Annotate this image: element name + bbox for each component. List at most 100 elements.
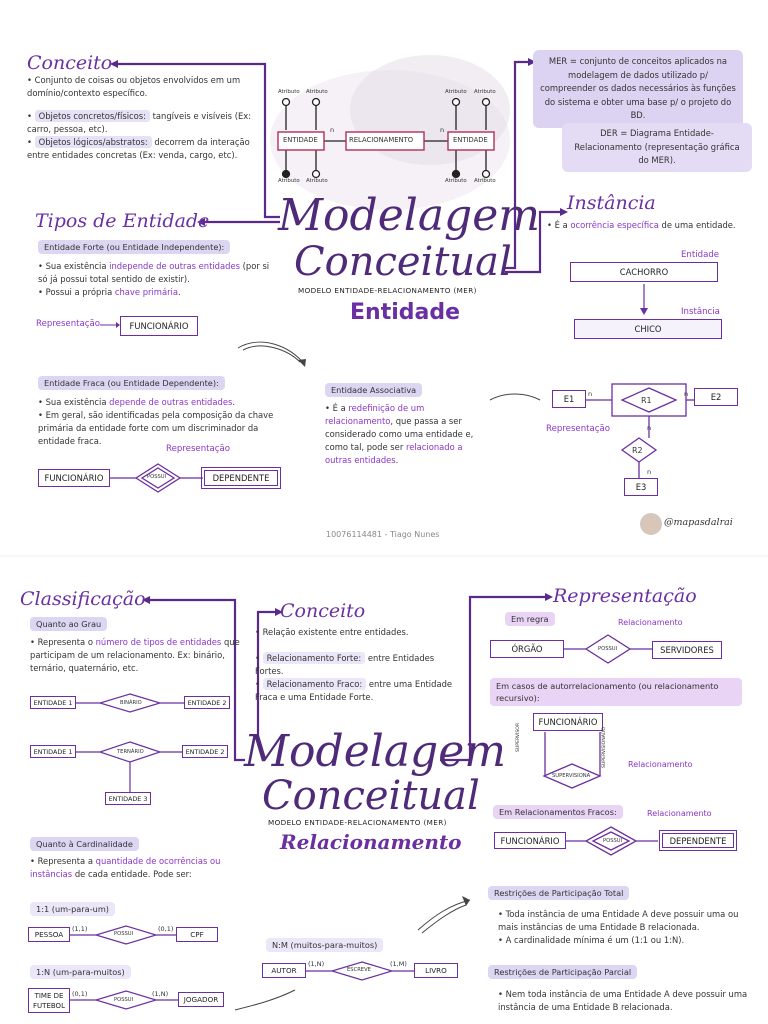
rel-label-2: Relacionamento [628,760,693,769]
r1-label: R1 [641,396,652,405]
conceito-rel-heading: Conceito [280,600,366,622]
weak-rel-diagram [566,826,658,856]
representacao-label-forte: Representação [36,319,101,329]
jogador-entity: JOGADOR [178,992,224,1007]
um-um-tag: 1:1 (um-para-um) [30,902,116,916]
forte-text: • Sua existência independe de outras ent… [38,261,270,297]
card-1n-b: (1,N) [308,960,325,968]
total-tag: Restrições de Participação Total [488,886,630,900]
one-to-many-diagram [70,990,178,1010]
attr-label-7: Atributo [445,178,467,184]
conceito-p2: • Objetos concretos/físicos: tangíveis e… [27,110,252,134]
topic-title-bottom: Relacionamento [280,830,462,854]
instancia-heading: Instância [567,192,656,214]
forte-tag: Entidade Forte (ou Entidade Independente… [38,240,231,254]
cardinality-n-1: n [330,126,335,134]
possui-rule-label: POSSUI [598,646,618,652]
conceito-p1: • Conjunto de coisas ou objetos envolvid… [27,75,241,98]
conceito-p3: • Objetos lógicos/abstratos: decorrem da… [27,136,250,160]
binary-diagram [76,693,184,713]
topic-title: Entidade [350,300,461,325]
total-text: • Toda instância de uma Entidade A deve … [498,909,739,945]
possui-label: POSSUI [147,474,167,480]
supervisionado-label: SUPERVISIONADO [602,726,607,768]
auto-tag: Em casos de autorrelacionamento (ou rela… [490,678,742,706]
arrow-to-funcionario [100,322,120,328]
instancia-text: • É a ocorrência específica de uma entid… [547,220,736,230]
representacao-heading: Representação [553,585,697,607]
attr-label-6: Atributo [306,178,328,184]
um-n-tag: 1:N (um-para-muitos) [30,965,131,979]
fracos-tag: Em Relacionamentos Fracos: [493,805,623,819]
servidores-entity: SERVIDORES [652,641,722,659]
assoc-n-1: n [588,390,593,398]
grau-tag: Quanto ao Grau [30,617,108,631]
card-11-a: (1,1) [72,925,88,933]
instancia-label: Instância [681,307,720,317]
entidade2-binary: ENTIDADE 2 [184,696,230,709]
conceito-text: • Conjunto de coisas ou objetos envolvid… [27,74,262,162]
attr-label-2: Atributo [306,89,328,95]
entidade-label: Entidade [681,250,720,260]
associativa-tag: Entidade Associativa [325,383,423,397]
cachorro-entity: CACHORRO [570,262,718,282]
funcionario-entity: FUNCIONÁRIO [120,316,198,336]
associative-diagram [584,383,694,478]
funcionario-entity-2: FUNCIONÁRIO [38,469,110,487]
recursive-diagram [542,732,602,789]
mer-definition: MER = conjunto de conceitos aplicados na… [533,50,743,128]
time-futebol-entity: TIME DE FUTEBOL [28,988,70,1013]
e2-entity: E2 [694,388,738,406]
representacao-label-assoc: Representação [546,424,611,434]
cardinalidade-text: • Representa a quantidade de ocorrências… [30,856,221,879]
possui-label-11: POSSUI [114,931,134,937]
parcial-tag: Restrições de Participação Parcial [488,965,638,979]
tipos-heading: Tipos de Entidade [35,210,210,232]
possui-weak-label: POSSUI [603,838,623,844]
main-title-bottom-2: Conceitual [262,773,480,819]
attr-label-1: Atributo [278,89,300,95]
author-handle: @mapasdalrai [664,517,733,528]
escreve-label: ESCREVE [347,967,371,973]
watermark: 10076114481 - Tiago Nunes [326,530,440,539]
cardinalidade-tag: Quanto à Cardinalidade [30,837,139,851]
supervisiona-label: SUPERVISIONA [552,773,591,779]
supervisor-label: SUPERVISOR [516,722,521,752]
attr-label-8: Atributo [474,178,496,184]
rel-label-1: Relacionamento [618,618,683,627]
regra-tag: Em regra [505,612,555,626]
card-01-a: (0,1) [158,925,174,933]
entity-label-left: ENTIDADE [283,136,318,144]
autor-entity: AUTOR [262,963,306,978]
attr-label-4: Atributo [474,89,496,95]
rule-diagram [564,634,652,664]
classificacao-heading: Classificação [20,588,146,610]
r2-label: R2 [632,446,643,455]
associativa-text: • É a redefinição de um relacionamento, … [325,403,474,465]
author-avatar [640,513,662,535]
attr-label-5: Atributo [278,178,300,184]
er-diagram [277,97,495,179]
ternary-diagram [76,741,184,792]
possui-label-1n: POSSUI [114,997,134,1003]
der-definition: DER = Diagrama Entidade-Relacionamento (… [562,123,752,172]
e3-entity: E3 [624,478,658,496]
dependente-entity: DEPENDENTE [201,467,281,489]
instance-arrow [640,284,648,315]
pessoa-entity: PESSOA [28,927,70,942]
relationship-label: RELACIONAMENTO [349,136,414,144]
dependente-weak: DEPENDENTE [659,830,737,851]
entity-label-right: ENTIDADE [453,136,488,144]
assoc-n-4: n [647,468,652,476]
funcionario-weak: FUNCIONÁRIO [494,832,566,849]
attr-label-3: Atributo [445,89,467,95]
assoc-n-3: n [647,424,652,432]
fraca-tag: Entidade Fraca (ou Entidade Dependente): [38,376,225,390]
entidade3-ternary: ENTIDADE 3 [105,792,151,805]
entidade1-ternary: ENTIDADE 1 [30,745,76,758]
main-title-1: Modelagem [278,190,540,241]
rel-label-3: Relacionamento [647,809,712,818]
many-to-many-diagram [306,961,418,981]
entidade2-ternary: ENTIDADE 2 [182,745,228,758]
main-subtitle-bottom: MODELO ENTIDADE-RELACIONAMENTO (MER) [268,818,447,827]
